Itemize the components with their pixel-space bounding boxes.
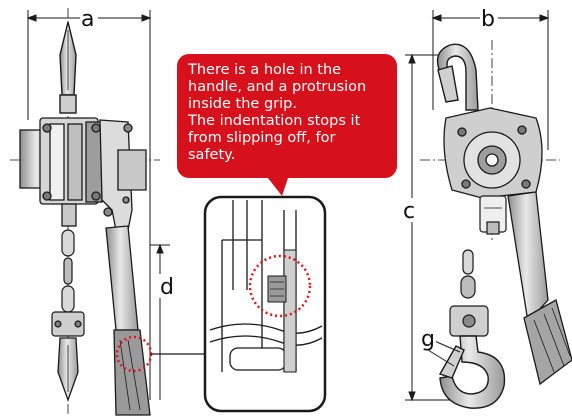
hoist-side-view: b c: [402, 6, 572, 409]
load-chain-front: [51, 229, 85, 337]
callout-line: safety.: [188, 147, 235, 163]
top-hook-side: [436, 43, 479, 111]
dimension-b-label-bg: [480, 6, 498, 28]
dimension-g-label-bg: [420, 328, 436, 350]
detail-frame: [203, 195, 327, 413]
callout-line: from slipping off, for: [188, 130, 335, 146]
callout-line: inside the grip.: [188, 96, 297, 112]
hoist-body-side: [443, 107, 543, 199]
dimension-a-label-bg: [80, 6, 98, 28]
hoist-front-view: a: [10, 6, 205, 416]
callout-pointer: [268, 178, 288, 196]
callout-text: There is a hole in the handle, and a pro…: [187, 62, 371, 163]
handle-grip-detail: [203, 195, 327, 413]
callout-line: There is a hole in the: [187, 62, 341, 78]
bottom-hook-side: [438, 335, 506, 409]
lever-handle-front: [99, 119, 151, 416]
dimension-c-label: c: [403, 199, 415, 224]
hoist-body-front: [19, 117, 103, 227]
dimension-d: [150, 243, 170, 400]
dimension-c-label-bg: [402, 198, 422, 222]
load-chain-side: [449, 249, 489, 337]
dimension-g: [427, 339, 461, 367]
dimension-g-label: g: [421, 327, 435, 352]
dimension-d-label: d: [160, 275, 174, 300]
callout-note: There is a hole in the handle, and a pro…: [177, 54, 397, 196]
capacity-plate: [479, 195, 507, 235]
dimension-a-label: a: [81, 7, 94, 32]
lever-handle-side: [507, 191, 572, 386]
callout-line: The indentation stops it: [187, 113, 361, 129]
detail-protrusion-highlight: [248, 254, 312, 318]
bottom-hook-front: [57, 337, 79, 402]
callout-box: [177, 54, 397, 178]
callout-line: handle, and a protrusion: [188, 79, 366, 95]
top-hook-front: [59, 21, 77, 114]
dimension-b-label: b: [481, 7, 495, 32]
dimension-d-label-bg: [158, 274, 176, 298]
